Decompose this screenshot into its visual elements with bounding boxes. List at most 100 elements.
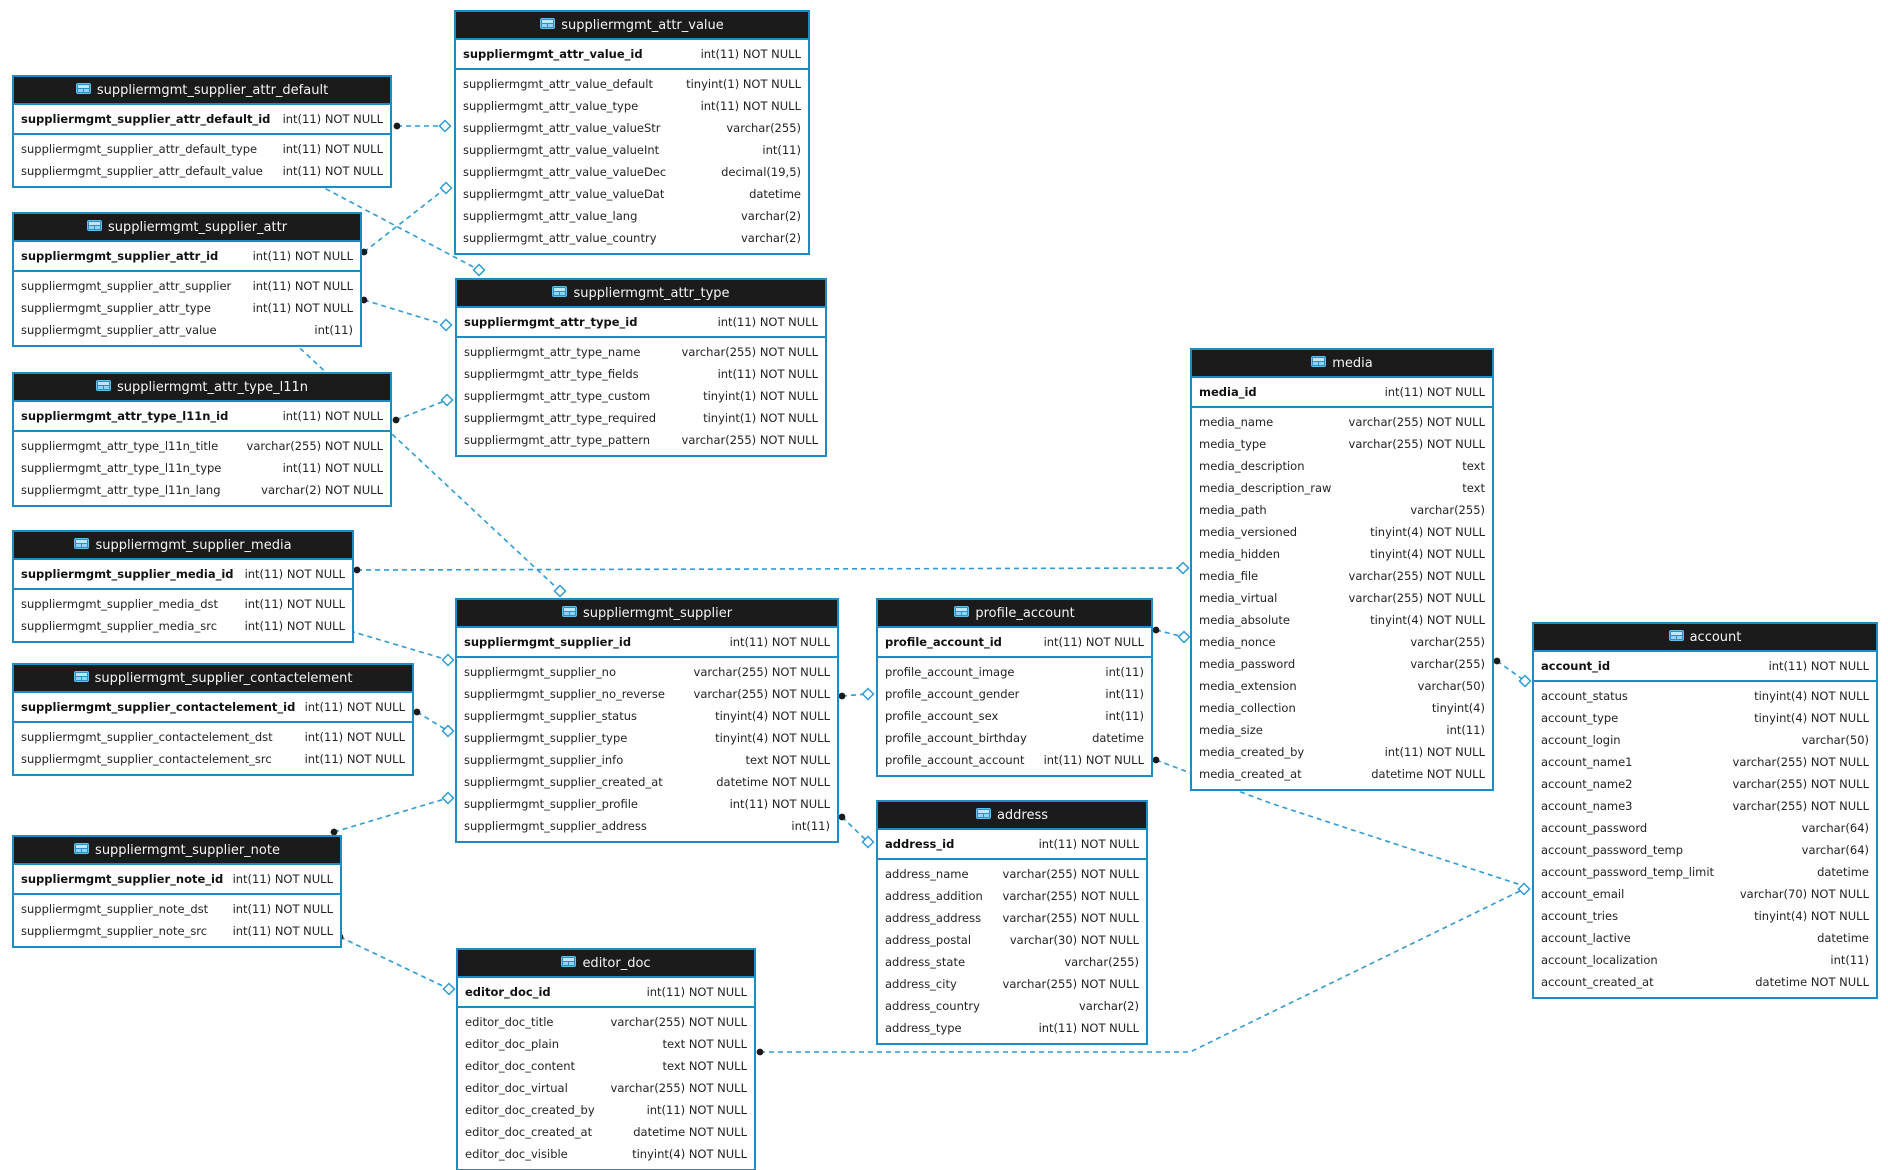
table-suppliermgmt_attr_value[interactable]: suppliermgmt_attr_value suppliermgmt_att…: [454, 10, 810, 255]
relationship-note-to-supplier[interactable]: [333, 797, 449, 833]
field-type: int(11): [1105, 665, 1144, 679]
relationship-dot-endpoint: [756, 1048, 764, 1056]
field-type: int(11) NOT NULL: [282, 164, 383, 178]
field-name: suppliermgmt_supplier_address: [464, 819, 647, 833]
relationship-media-to-account[interactable]: [1496, 660, 1526, 682]
field-type: tinyint(4) NOT NULL: [1754, 909, 1869, 923]
field-type: int(11) NOT NULL: [244, 567, 345, 581]
field-name: editor_doc_id: [465, 985, 551, 999]
table-suppliermgmt_supplier[interactable]: suppliermgmt_supplier suppliermgmt_suppl…: [455, 598, 839, 843]
relationship-supplier-to-address[interactable]: [841, 816, 869, 843]
relationship-diamond-endpoint: [440, 393, 454, 407]
field-name: media_file: [1199, 569, 1259, 583]
field-type: varchar(255) NOT NULL: [1002, 867, 1139, 881]
relationship-supplier_attr-to-attr_value[interactable]: [363, 187, 447, 253]
table-icon: [1311, 355, 1327, 371]
table-media[interactable]: media media_id int(11) NOT NULL media_na…: [1190, 348, 1494, 791]
field-type: varchar(2) NOT NULL: [261, 483, 383, 497]
field-row: media_file varchar(255) NOT NULL: [1192, 565, 1492, 587]
relationship-profile_account-to-media[interactable]: [1155, 629, 1185, 638]
field-type: int(11) NOT NULL: [646, 1103, 747, 1117]
table-suppliermgmt_supplier_contactelement[interactable]: suppliermgmt_supplier_contactelement sup…: [12, 663, 414, 776]
table-profile_account[interactable]: profile_account profile_account_id int(1…: [876, 598, 1153, 777]
field-type: int(11) NOT NULL: [1038, 1021, 1139, 1035]
field-type: varchar(2): [740, 231, 801, 245]
relationship-dot-endpoint: [838, 692, 846, 700]
table-header: editor_doc: [458, 950, 754, 978]
table-suppliermgmt_supplier_note[interactable]: suppliermgmt_supplier_note suppliermgmt_…: [12, 835, 342, 948]
field-type: tinyint(1) NOT NULL: [703, 389, 818, 403]
field-type: int(11): [1446, 723, 1485, 737]
table-icon: [73, 670, 89, 686]
field-name: editor_doc_visible: [465, 1147, 568, 1161]
relationship-diamond-endpoint: [439, 318, 453, 332]
field-name: account_name2: [1541, 777, 1633, 791]
field-name: profile_account_account: [885, 753, 1025, 767]
field-name: suppliermgmt_attr_type_l11n_lang: [21, 483, 221, 497]
field-name: suppliermgmt_supplier_info: [464, 753, 624, 767]
table-suppliermgmt_attr_type_l11n[interactable]: suppliermgmt_attr_type_l11n suppliermgmt…: [12, 372, 392, 507]
relationship-diamond-endpoint: [438, 119, 452, 133]
table-address[interactable]: address address_id int(11) NOT NULL addr…: [876, 800, 1148, 1045]
primary-key-row: editor_doc_id int(11) NOT NULL: [458, 978, 754, 1008]
relationship-editor_doc-to-account[interactable]: [760, 888, 1525, 1053]
field-name: media_absolute: [1199, 613, 1291, 627]
table-suppliermgmt_attr_type[interactable]: suppliermgmt_attr_type suppliermgmt_attr…: [455, 278, 827, 457]
relationship-contactelement-to-supplier[interactable]: [416, 711, 449, 732]
relationship-diamond-endpoint: [439, 181, 453, 195]
table-suppliermgmt_supplier_media[interactable]: suppliermgmt_supplier_media suppliermgmt…: [12, 530, 354, 643]
field-type: datetime NOT NULL: [1371, 767, 1485, 781]
relationship-supplier_media-to-supplier[interactable]: [349, 630, 449, 661]
field-name: media_description: [1199, 459, 1305, 473]
table-editor_doc[interactable]: editor_doc editor_doc_id int(11) NOT NUL…: [456, 948, 756, 1170]
field-type: text NOT NULL: [662, 1059, 747, 1073]
field-type: varchar(255) NOT NULL: [1002, 911, 1139, 925]
field-name: suppliermgmt_supplier_media_src: [21, 619, 218, 633]
table-header: profile_account: [878, 600, 1151, 628]
table-suppliermgmt_supplier_attr[interactable]: suppliermgmt_supplier_attr suppliermgmt_…: [12, 212, 362, 347]
field-name: suppliermgmt_attr_value_lang: [463, 209, 638, 223]
relationship-note-to-editor_doc[interactable]: [339, 936, 450, 990]
table-header: suppliermgmt_attr_value: [456, 12, 808, 40]
field-type: varchar(64): [1801, 821, 1869, 835]
table-account[interactable]: account account_id int(11) NOT NULL acco…: [1532, 622, 1878, 999]
relationship-supplier_media-to-media[interactable]: [356, 567, 1184, 571]
field-name: account_name3: [1541, 799, 1633, 813]
field-type: datetime: [1817, 865, 1869, 879]
field-name: editor_doc_content: [465, 1059, 576, 1073]
field-name: suppliermgmt_supplier_attr_id: [21, 249, 219, 263]
field-type: int(11) NOT NULL: [232, 872, 333, 886]
field-type: int(11): [1105, 709, 1144, 723]
relationship-diamond-endpoint: [472, 263, 486, 277]
field-type: varchar(255) NOT NULL: [1348, 415, 1485, 429]
field-type: varchar(255): [1410, 635, 1485, 649]
field-type: tinyint(1) NOT NULL: [686, 77, 801, 91]
field-name: media_versioned: [1199, 525, 1298, 539]
field-name: suppliermgmt_attr_value_id: [463, 47, 643, 61]
table-header: suppliermgmt_supplier: [457, 600, 837, 628]
field-type: varchar(2): [740, 209, 801, 223]
relationship-attr_type_l11n-to-attr_type[interactable]: [395, 399, 448, 421]
table-header: suppliermgmt_attr_type: [457, 280, 825, 308]
field-type: varchar(255) NOT NULL: [1348, 569, 1485, 583]
table-suppliermgmt_supplier_attr_default[interactable]: suppliermgmt_supplier_attr_default suppl…: [12, 75, 392, 188]
relationship-supplier_attr-to-attr_type[interactable]: [363, 299, 447, 326]
